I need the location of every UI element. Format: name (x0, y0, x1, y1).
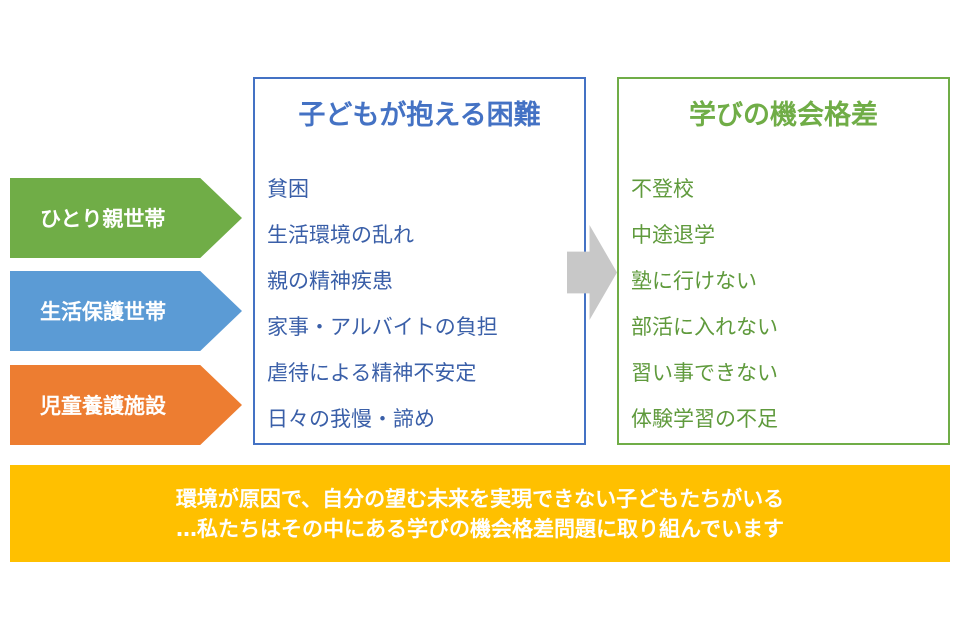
difficulties-title: 子どもが抱える困難 (298, 100, 541, 131)
list-item: 習い事できない (631, 361, 778, 385)
list-item: 生活環境の乱れ (267, 223, 414, 247)
banner-line: …私たちはその中にある学びの機会格差問題に取り組んでいます (176, 516, 784, 541)
arrow-single-parent: ひとり親世帯 (10, 178, 242, 258)
arrow-label: 児童養護施設 (40, 394, 166, 418)
arrow-facility: 児童養護施設 (10, 365, 242, 445)
list-item: 日々の我慢・諦め (267, 407, 435, 431)
list-item: 虐待による精神不安定 (267, 361, 477, 385)
arrow-label: ひとり親世帯 (40, 207, 166, 231)
arrow-welfare: 生活保護世帯 (10, 271, 242, 351)
summary-banner: 環境が原因で、自分の望む未来を実現できない子どもたちがいる …私たちはその中にあ… (10, 465, 950, 562)
arrow-label: 生活保護世帯 (40, 300, 166, 324)
list-item: 不登校 (631, 177, 694, 201)
list-item: 体験学習の不足 (631, 407, 778, 431)
gap-title: 学びの機会格差 (689, 100, 878, 131)
list-item: 家事・アルバイトの負担 (267, 315, 498, 339)
list-item: 塾に行けない (631, 269, 757, 293)
banner-line: 環境が原因で、自分の望む未来を実現できない子どもたちがいる (175, 486, 785, 511)
gap-box: 学びの機会格差 不登校 中途退学 塾に行けない 部活に入れない 習い事できない … (617, 77, 950, 445)
list-item: 親の精神疾患 (267, 269, 393, 293)
difficulties-box: 子どもが抱える困難 貧困 生活環境の乱れ 親の精神疾患 家事・アルバイトの負担 … (253, 77, 586, 445)
list-item: 部活に入れない (631, 315, 778, 339)
list-item: 貧困 (267, 177, 309, 201)
list-item: 中途退学 (631, 223, 715, 247)
